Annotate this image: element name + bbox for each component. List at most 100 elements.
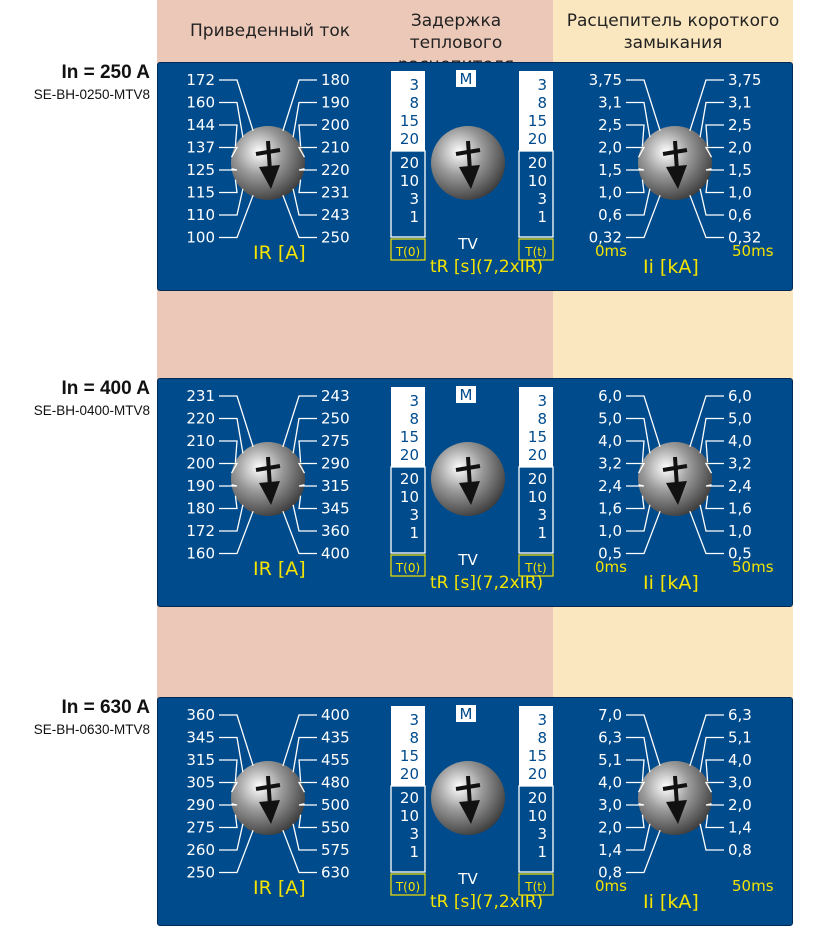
panel-2-ir-label-right: 400 bbox=[321, 545, 350, 563]
panel-3-tr-knob[interactable] bbox=[431, 761, 505, 835]
panel-2-tr-top-value: 3 bbox=[537, 392, 547, 410]
panel-2-ir-arrow-icon bbox=[259, 481, 280, 505]
panel-3-tr-lower-band bbox=[390, 785, 426, 873]
panel-3-ii-50ms: 50ms bbox=[732, 877, 774, 895]
panel-2-ii-label-right: 4,0 bbox=[728, 432, 752, 450]
panel-3-ii-tick-left bbox=[626, 714, 661, 766]
panel-3-ir-tick-right bbox=[298, 803, 317, 806]
panel-1-ii-label-right: 3,75 bbox=[728, 71, 761, 89]
panel-1-ii-knob[interactable] bbox=[638, 126, 712, 200]
panel-1-ii-axis-label: Ii [kA] bbox=[643, 256, 699, 278]
panel-2-ir-label-right: 275 bbox=[321, 432, 350, 450]
panel-1-ii-label-right: 1,0 bbox=[728, 184, 752, 202]
panel-2-ii-knob[interactable] bbox=[638, 442, 712, 516]
panel-3-tr-top-value: 20 bbox=[528, 765, 547, 783]
panel-1-tr-bottom-value: 20 bbox=[528, 154, 547, 172]
panel-3-tr-top-value: 20 bbox=[400, 765, 419, 783]
panel-2-ir-tick-right bbox=[292, 417, 317, 454]
panel-1-ir-label-right: 231 bbox=[321, 184, 350, 202]
panel-1-ii-tick-right bbox=[705, 124, 724, 147]
panel-1-ir-knob[interactable] bbox=[231, 126, 305, 200]
panel-3-ir-label-right: 455 bbox=[321, 751, 350, 769]
panel-1-ir-tick-left bbox=[219, 101, 244, 138]
panel-3-ii-knob[interactable] bbox=[638, 761, 712, 835]
panel-1-tr-bottom-value: 10 bbox=[400, 172, 419, 190]
panel-1-ir-label-left: 100 bbox=[186, 229, 215, 247]
panel-3-ii-label-left: 4,0 bbox=[598, 774, 622, 792]
panel-3-ir-tick-left bbox=[219, 803, 238, 806]
panel-3-ir-tick-right bbox=[282, 714, 317, 766]
panel-2-ii-label-right: 6,0 bbox=[728, 387, 752, 405]
panel-2-m-box bbox=[456, 386, 476, 403]
panel-1-ii-tick-left bbox=[626, 101, 651, 138]
panel-3-ir-knob[interactable] bbox=[231, 761, 305, 835]
panel-3-ii-label-left: 5,1 bbox=[598, 751, 622, 769]
panel-2-rated-current: In = 400 A bbox=[61, 378, 150, 399]
panel-1-t-label-left: T(0) bbox=[395, 245, 420, 259]
panel-1-tr-bottom-value: 10 bbox=[528, 172, 547, 190]
panel-2-ir-label-right: 315 bbox=[321, 477, 350, 495]
panel-3-ir-tick-left bbox=[219, 736, 244, 773]
panel-3-ii-tick-left bbox=[626, 823, 651, 851]
panel-2-ir-label-left: 160 bbox=[186, 545, 215, 563]
panel-2-ii-tick-left bbox=[626, 417, 651, 454]
panel-3-tr-bottom-value: 10 bbox=[528, 807, 547, 825]
panel-3-ii-label-right: 2,0 bbox=[728, 796, 752, 814]
panel-3-tr-bottom-value: 20 bbox=[400, 789, 419, 807]
panel-3-tr-top-value: 15 bbox=[400, 747, 419, 765]
panel-1-ir-label-left: 110 bbox=[186, 206, 215, 224]
panel-2-ir-label-right: 345 bbox=[321, 500, 350, 518]
panel-1-ir-tick-right bbox=[298, 179, 317, 194]
panel-3-ii-label-left: 6,3 bbox=[598, 729, 622, 747]
panel-1-ir-label-left: 115 bbox=[186, 184, 215, 202]
panel-2-tr-bottom-value: 20 bbox=[400, 470, 419, 488]
panel-1-ir-label-right: 243 bbox=[321, 206, 350, 224]
panel-2-ii-tick-right bbox=[699, 504, 724, 532]
panel-2-tr-upper-band bbox=[519, 387, 553, 467]
panel-2-ir-label-left: 190 bbox=[186, 477, 215, 495]
panel-1-tr-knob[interactable] bbox=[431, 126, 505, 200]
panel-3-ir-label-right: 435 bbox=[321, 729, 350, 747]
panel-2-tr-lower-band bbox=[390, 466, 426, 554]
panel-2-ir-label-right: 250 bbox=[321, 410, 350, 428]
panel-2-ii-label-left: 1,0 bbox=[598, 522, 622, 540]
panel-1-tr-top-value: 8 bbox=[409, 94, 419, 112]
panel-2-ir-tick-right bbox=[297, 462, 317, 474]
panel-3-ii-label-right: 5,1 bbox=[728, 729, 752, 747]
panel-1-ir-tick-right bbox=[292, 188, 317, 216]
panel-3-ii-tick-left bbox=[626, 736, 651, 773]
panel-1-ii-50ms: 50ms bbox=[732, 242, 774, 260]
panel-2-tr-upper-band bbox=[391, 387, 425, 467]
panel-2-ir-knob[interactable] bbox=[231, 442, 305, 516]
panel-3-ir-tick-right bbox=[292, 823, 317, 851]
panel-2-tr-knob[interactable] bbox=[431, 442, 505, 516]
panel-3-tr-bottom-value: 20 bbox=[528, 789, 547, 807]
panel-1-ii-tick-right bbox=[705, 168, 724, 171]
panel-2-ir-label-left: 220 bbox=[186, 410, 215, 428]
panel-3-ii-pointer-crossbar bbox=[662, 783, 688, 791]
panel-3-ir-pointer-crossbar bbox=[255, 783, 281, 791]
panel-1-ii-label-left: 3,1 bbox=[598, 94, 622, 112]
panel-3-ii-label-right: 0,8 bbox=[728, 841, 752, 859]
panel-3-tr-top-value: 8 bbox=[537, 729, 547, 747]
panel-1-ir-tick-right bbox=[298, 168, 317, 171]
panel-2-tr-top-value: 3 bbox=[409, 392, 419, 410]
panel-1-ir-tick-left bbox=[219, 179, 238, 194]
panel-1-ir-label-right: 190 bbox=[321, 94, 350, 112]
panel-2-ir-label-right: 243 bbox=[321, 387, 350, 405]
panel-1-ir-pointer-crossbar bbox=[255, 148, 281, 156]
panel-2-ii-tick-right bbox=[689, 395, 724, 447]
panel-3-ii-label-right: 1,4 bbox=[728, 819, 752, 837]
panel-1-ir-tick-left bbox=[219, 146, 239, 158]
panel-3-ir-label-right: 500 bbox=[321, 796, 350, 814]
panel-2-model: SE-BH-0400-MTV8 bbox=[33, 403, 150, 418]
panel-1-ii-tick-left bbox=[626, 124, 645, 147]
panel-3-ir-tick-left bbox=[219, 823, 244, 851]
panel-2-ii-tick-right bbox=[705, 440, 724, 463]
panel-3-ir-tick-right bbox=[298, 759, 317, 782]
panel-2-tr-bottom-value: 10 bbox=[400, 488, 419, 506]
